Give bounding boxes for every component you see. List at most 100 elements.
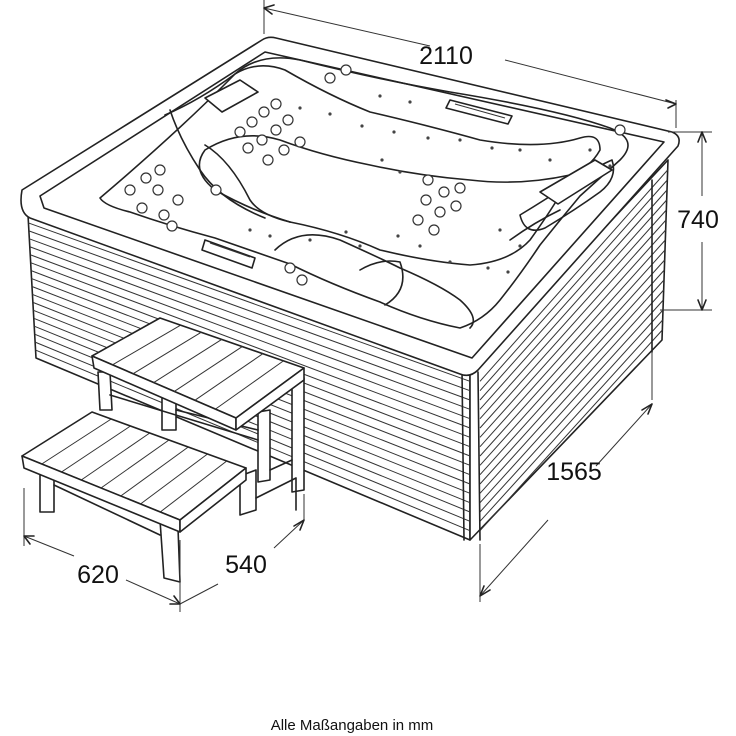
dimension-height-label: 740 — [677, 206, 719, 234]
slat-line — [153, 339, 222, 383]
step-unit — [21, 317, 305, 583]
jet-icon — [124, 184, 136, 196]
air-nozzle-icon — [380, 158, 384, 162]
jet-icon — [270, 98, 282, 110]
jet-icon — [420, 194, 432, 206]
jet-icon — [438, 186, 450, 198]
slat-line — [479, 319, 664, 522]
slat-line — [479, 189, 668, 401]
slat-line — [479, 259, 666, 466]
jet-icon — [136, 202, 148, 214]
jet-icon — [340, 64, 352, 76]
slat-line — [120, 446, 189, 497]
slat-line — [479, 279, 665, 485]
massage-jets — [124, 64, 626, 286]
jet-icon — [210, 184, 222, 196]
skimmer-front — [201, 239, 256, 269]
slat-line — [61, 425, 131, 473]
tub-rim-inner — [39, 51, 665, 359]
air-nozzle-icon — [548, 158, 552, 162]
air-nozzle-icon — [268, 234, 272, 238]
air-nozzle-icon — [396, 234, 400, 238]
slat-line — [479, 289, 665, 494]
air-nozzle-icon — [298, 106, 302, 110]
jet-icon — [246, 116, 258, 128]
jet-icon — [242, 142, 254, 154]
slat-line — [479, 229, 667, 438]
jet-icon — [152, 184, 164, 196]
dimension-lines — [23, 0, 712, 612]
dimension-step-depth-label: 540 — [225, 551, 267, 579]
slat-line — [479, 309, 664, 513]
jet-icon — [282, 114, 294, 126]
slat-line — [479, 329, 663, 532]
slat-line — [479, 209, 667, 419]
jet-icon — [294, 136, 306, 148]
air-nozzle-icon — [344, 230, 348, 234]
slat-line — [479, 249, 666, 457]
air-nozzle-icon — [328, 112, 332, 116]
jet-icon — [158, 209, 170, 221]
jet-icon — [166, 220, 178, 232]
slat-line — [30, 262, 471, 429]
air-nozzle-icon — [308, 238, 312, 242]
air-nozzle-icon — [506, 270, 510, 274]
shell-contour — [99, 57, 629, 329]
jet-icon — [262, 154, 274, 166]
lower-step-slats — [41, 418, 228, 513]
slat-line — [28, 230, 471, 392]
jet-icon — [278, 144, 290, 156]
slat-line — [194, 353, 264, 401]
air-nozzle-icon — [458, 138, 462, 142]
cabinet-side-slats — [479, 169, 669, 532]
jet-icon — [258, 106, 270, 118]
air-nozzle-icon — [518, 148, 522, 152]
air-nozzle-icon — [518, 244, 522, 248]
caption: Alle Maßangaben in mm — [271, 717, 434, 734]
slat-line — [479, 199, 668, 410]
dimension-depth-label: 1565 — [546, 458, 602, 486]
jet-icon — [172, 194, 184, 206]
slat-line — [479, 179, 668, 391]
jet-icon — [324, 72, 336, 84]
air-nozzle-icon — [426, 136, 430, 140]
headrest-right — [539, 159, 613, 205]
slat-line — [29, 246, 471, 410]
dimension-step-width-label: 620 — [77, 561, 119, 589]
slat-line — [80, 432, 151, 481]
slat-line — [215, 360, 284, 410]
air-nozzle-icon — [358, 244, 362, 248]
air-nozzle-icon — [248, 228, 252, 232]
jet-icon — [270, 124, 282, 136]
jet-icon — [422, 174, 434, 186]
jet-icon — [234, 126, 246, 138]
slat-line — [479, 239, 666, 448]
slat-line — [112, 324, 181, 366]
jet-icon — [154, 164, 166, 176]
dimension-width-label: 2110 — [419, 42, 473, 70]
jet-icon — [296, 274, 308, 286]
air-nozzle-icon — [608, 164, 612, 168]
air-nozzle-icon — [418, 244, 422, 248]
slat-line — [29, 238, 471, 401]
jet-icon — [412, 214, 424, 226]
headrest-left — [204, 79, 259, 113]
jet-icon — [256, 134, 268, 146]
air-nozzle-icon — [392, 130, 396, 134]
slat-line — [479, 269, 665, 476]
slat-line — [479, 169, 669, 382]
jet-icon — [434, 206, 446, 218]
slat-line — [30, 254, 471, 420]
tub-top — [20, 36, 680, 377]
air-nozzle-icon — [408, 100, 412, 104]
jet-icon — [140, 172, 152, 184]
jet-icon — [428, 224, 440, 236]
air-nozzle-icon — [490, 146, 494, 150]
air-nozzles — [248, 94, 612, 274]
slat-line — [28, 222, 471, 382]
jet-icon — [614, 124, 626, 136]
air-nozzle-icon — [448, 260, 452, 264]
air-nozzle-icon — [398, 170, 402, 174]
slat-line — [159, 460, 228, 513]
